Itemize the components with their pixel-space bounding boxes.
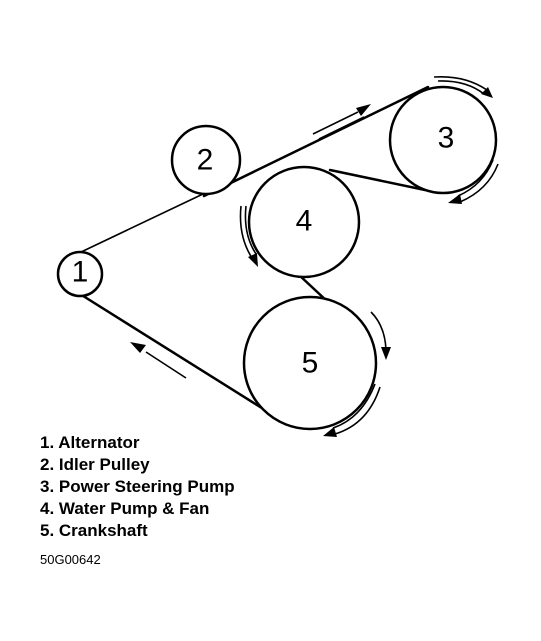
arrow-belt-direction-top (312, 104, 371, 140)
legend-item-water-pump-fan: 4. Water Pump & Fan (40, 499, 210, 518)
legend-item-alternator: 1. Alternator (40, 433, 140, 452)
arrow-belt-direction-bottom (130, 342, 187, 379)
pulley-crankshaft: 5 (242, 295, 378, 431)
legend-list: 1. Alternator 2. Idler Pulley 3. Power S… (40, 432, 235, 542)
arrow-rotation-crankshaft-right (370, 311, 391, 360)
pulley-alternator: 1 (56, 250, 104, 298)
belt-segment-idler-to-power-steering (202, 85, 430, 198)
legend-item-power-steering-pump: 3. Power Steering Pump (40, 477, 235, 496)
arrow-rotation-crankshaft-bottom (323, 383, 381, 437)
pulley-label-2: 2 (197, 144, 214, 177)
belt-segment-crankshaft-to-alternator (78, 292, 267, 412)
arrow-rotation-water-pump (239, 205, 258, 267)
arrow-rotation-power-steering-top (433, 75, 493, 98)
pulley-label-5: 5 (302, 347, 319, 380)
pulley-label-1: 1 (72, 256, 89, 289)
belt-segment-power-steering-to-water-pump (328, 168, 427, 192)
legend-item-crankshaft: 5. Crankshaft (40, 521, 148, 540)
figure-code: 50G00642 (40, 552, 101, 567)
pulley-label-4: 4 (296, 205, 313, 238)
arrow-rotation-power-steering-bottom (448, 159, 499, 204)
pulley-idler: 2 (170, 124, 242, 196)
legend-item-idler-pulley: 2. Idler Pulley (40, 455, 150, 474)
belt (78, 85, 430, 412)
pulley-water-pump: 4 (247, 165, 361, 279)
belt-segment-alternator-to-idler (78, 193, 204, 254)
pulley-label-3: 3 (438, 122, 455, 155)
pulley-power-steering: 3 (388, 85, 498, 195)
